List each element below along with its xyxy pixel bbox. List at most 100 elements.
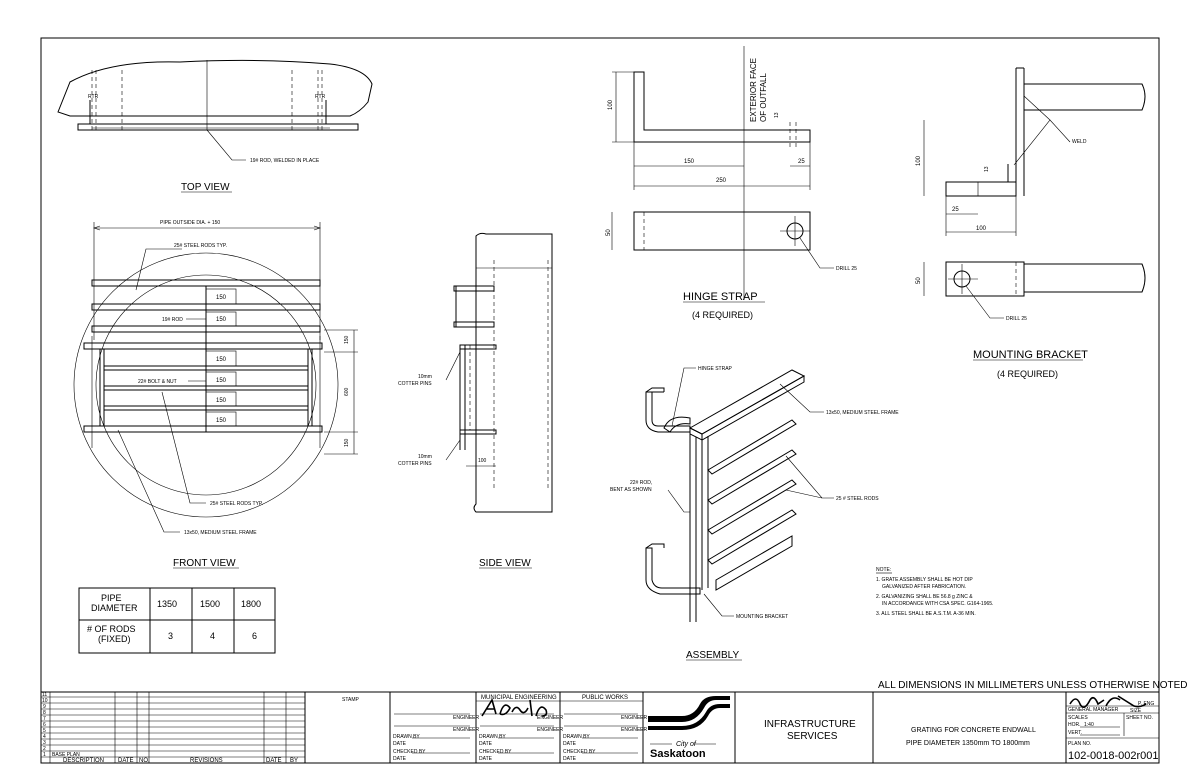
hinge-strap-title: HINGE STRAP (683, 291, 758, 303)
bracket-dim-13: 13 (984, 166, 990, 172)
mounting-bracket-required: (4 REQUIRED) (997, 369, 1058, 379)
title-block: 11 10 9 8 7 6 5 4 3 2 1 BASE PLAN DESCRI… (41, 691, 1159, 764)
saskatoon-logo: City of Saskatoon (648, 696, 730, 760)
rev-header-by: BY (290, 758, 298, 764)
front-spacing-1: 150 (216, 295, 227, 301)
department-line-2: SERVICES (787, 731, 838, 742)
front-steel-rods-bottom: 25# STEEL RODS TYP. (210, 501, 263, 507)
pipe-diameter-table: PIPE DIAMETER 1350 1500 1800 # OF RODS (… (78, 587, 276, 654)
drawn-by-1: DRAWN BY (393, 734, 420, 740)
checked-by-3: CHECKED BY (563, 749, 596, 755)
note-3-line-1: 3. ALL STEEL SHALL BE A.S.T.M. A-36 MIN. (876, 611, 976, 617)
front-dim-mid: 600 (344, 387, 350, 396)
checked-by-1: CHECKED BY (393, 749, 426, 755)
front-rod-19: 19# ROD (162, 317, 183, 323)
top-view-title: TOP VIEW (181, 182, 230, 193)
manager-signature (1069, 695, 1147, 708)
assembly-title: ASSEMBLY (686, 650, 739, 661)
assembly-rod-22-1: 22# ROD, (630, 480, 652, 486)
side-cotter-top-2: COTTER PINS (398, 381, 432, 387)
municipal-engineering: MUNICIPAL ENGINEERING (481, 695, 557, 701)
hor: HOR. (1068, 722, 1081, 728)
date-4: DATE (479, 756, 493, 762)
rev-num-7: 7 (43, 716, 46, 722)
signature (481, 698, 548, 717)
engineer-6: ENGINEER (621, 727, 648, 733)
department-line-1: INFRASTRUCTURE (764, 719, 856, 730)
date-2: DATE (393, 756, 407, 762)
date-1: DATE (393, 741, 407, 747)
plan-number: 102-0018-002r001 (1068, 750, 1159, 762)
dimensions-note: ALL DIMENSIONS IN MILLIMETERS UNLESS OTH… (878, 680, 1188, 691)
assembly-frame: 13x50, MEDIUM STEEL FRAME (826, 410, 899, 416)
mounting-bracket-title: MOUNTING BRACKET (973, 349, 1088, 361)
front-bolt: 22# BOLT & NUT (138, 379, 177, 385)
front-dim-bottom: 150 (344, 438, 350, 447)
hinge-strap-required: (4 REQUIRED) (692, 310, 753, 320)
scale-value: 1:40 (1084, 722, 1094, 728)
rev-num-6: 6 (43, 722, 46, 728)
rev-header-date-2: DATE (266, 758, 282, 764)
top-view-tag-right: RTR (315, 94, 326, 100)
rev-header-no: NO. (139, 758, 150, 764)
date-5: DATE (563, 741, 577, 747)
table-diameter-1350: 1350 (157, 599, 177, 609)
note-1-line-1: 1. GRATE ASSEMBLY SHALL BE HOT DIP (876, 577, 973, 583)
hinge-strap-view: EXTERIOR FACE OF OUTFALL 100 13 150 25 2… (606, 46, 857, 320)
city-of: City of (676, 741, 697, 748)
sheet-no: SHEET NO. (1126, 715, 1153, 721)
side-dim: 100 (478, 458, 487, 464)
rev-num-8: 8 (43, 710, 46, 716)
front-view-title: FRONT VIEW (173, 558, 236, 569)
hinge-dim-50: 50 (606, 229, 612, 236)
rev-header-date: DATE (118, 758, 134, 764)
bracket-dim-25: 25 (952, 207, 959, 213)
rev-num-11: 11 (42, 692, 47, 698)
scales: SCALES (1068, 715, 1088, 721)
engineer-2: ENGINEER (453, 727, 480, 733)
rev-header-revisions: REVISIONS (190, 758, 223, 764)
side-view: 10mm COTTER PINS 10mm COTTER PINS 100 SI… (398, 232, 553, 569)
front-view: PIPE OUTSIDE DIA. + 150 150 150 150 150 … (73, 220, 358, 569)
hinge-dim-100: 100 (608, 99, 614, 110)
top-view-tag-left: RTR (88, 94, 99, 100)
hinge-exterior-face-1: EXTERIOR FACE (749, 58, 758, 122)
front-spacing-3: 150 (216, 357, 227, 363)
assembly-mounting-bracket: MOUNTING BRACKET (736, 614, 788, 620)
public-works: PUBLIC WORKS (582, 695, 628, 701)
assembly-steel-rods: 25 # STEEL RODS (836, 496, 879, 502)
engineer-5: ENGINEER (621, 715, 648, 721)
bracket-dim-100: 100 (916, 155, 922, 166)
hinge-drill: DRILL 25 (836, 266, 857, 272)
table-pipe-label-1: PIPE (101, 593, 122, 603)
bracket-dim-50: 50 (916, 277, 922, 284)
top-view-rod-note: 19# ROD, WELDED IN PLACE (250, 158, 320, 164)
note-1-line-2: GALVANIZED AFTER FABRICATION. (882, 584, 966, 590)
front-frame: 13x50, MEDIUM STEEL FRAME (184, 530, 257, 536)
date-3: DATE (479, 741, 493, 747)
engineer-1: ENGINEER (453, 715, 480, 721)
front-dim-top: 150 (344, 335, 350, 344)
drawing-title-1: GRATING FOR CONCRETE ENDWALL (911, 727, 1036, 734)
note-2-line-1: 2. GALVANIZING SHALL BE 56.8 g ZINC & (876, 594, 973, 600)
engineer-4: ENGINEER (537, 727, 564, 733)
vert: VERT. (1068, 730, 1082, 736)
rev-num-1: 1 (43, 752, 46, 758)
assembly-view: HINGE STRAP 13x50, MEDIUM STEEL FRAME 22… (610, 366, 899, 661)
rev-num-5: 5 (43, 728, 46, 734)
front-spacing-5: 150 (216, 398, 227, 404)
assembly-rod-22-2: BENT AS SHOWN (610, 487, 652, 493)
mounting-bracket-view: WELD 100 13 25 100 50 DRILL 25 MOUNTING … (916, 67, 1146, 379)
checked-by-2: CHECKED BY (479, 749, 512, 755)
table-diameter-1500: 1500 (200, 599, 220, 609)
top-view: RTR RTR 19# ROD, WELDED IN PLACE TOP VIE… (57, 59, 373, 193)
hinge-exterior-face-2: OF OUTFALL (759, 73, 768, 122)
plan-no: PLAN NO. (1068, 741, 1091, 747)
bracket-dim-100b: 100 (976, 226, 987, 232)
stamp-label: STAMP (342, 697, 360, 703)
rev-num-10: 10 (42, 698, 48, 704)
hinge-dim-150: 150 (684, 159, 695, 165)
drawn-by-3: DRAWN BY (563, 734, 590, 740)
rev-num-2: 2 (43, 746, 46, 752)
